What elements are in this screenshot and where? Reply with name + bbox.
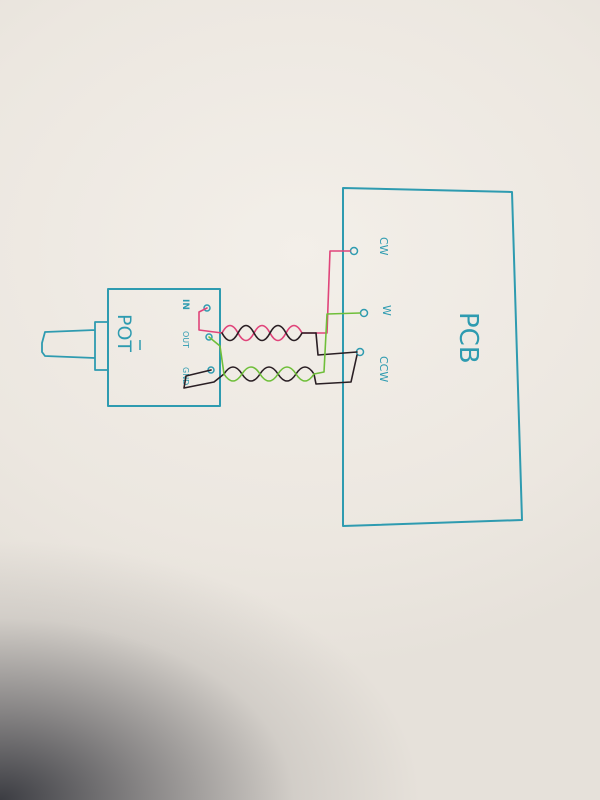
pcb-label: PCB	[453, 312, 483, 364]
pcb-pin-label-w: W	[380, 305, 393, 316]
wire-gnd-top-return	[315, 332, 358, 356]
pot-label: POT	[113, 314, 135, 352]
wire-gnd-pot-lead	[183, 369, 225, 389]
pcb-outline	[342, 187, 523, 527]
wire-in-twist	[221, 324, 317, 342]
wire-gnd-to-pcb	[313, 354, 358, 385]
pot-component: POT IN OUT GND	[41, 288, 221, 407]
pot-pin-label-out: OUT	[181, 331, 190, 348]
wire-gnd-twist-bottom	[223, 366, 315, 382]
pot-shaft	[41, 321, 108, 371]
wire-out-to-pcb	[313, 312, 361, 375]
wire-in-pot-lead	[198, 307, 223, 334]
pcb-pin-label-ccw: CCW	[377, 356, 390, 382]
wire-out-twist	[223, 366, 315, 382]
pcb-pad-cw	[349, 246, 359, 256]
pcb-pad-w	[359, 308, 369, 318]
wire-out-pot-lead	[208, 336, 225, 375]
wire-gnd	[183, 324, 358, 389]
wire-in-to-pcb	[315, 250, 351, 334]
pot-pad-out	[205, 333, 213, 341]
pot-body-outline	[107, 288, 221, 407]
pot-pad-in	[203, 304, 211, 312]
wire-out	[208, 312, 361, 382]
pcb-pin-label-cw: CW	[377, 237, 390, 256]
pcb-board: PCB CW W CCW	[342, 187, 523, 527]
wire-gnd-twist-top	[221, 324, 317, 342]
pot-pin-label-in: IN	[180, 299, 190, 310]
wire-in	[198, 250, 351, 342]
